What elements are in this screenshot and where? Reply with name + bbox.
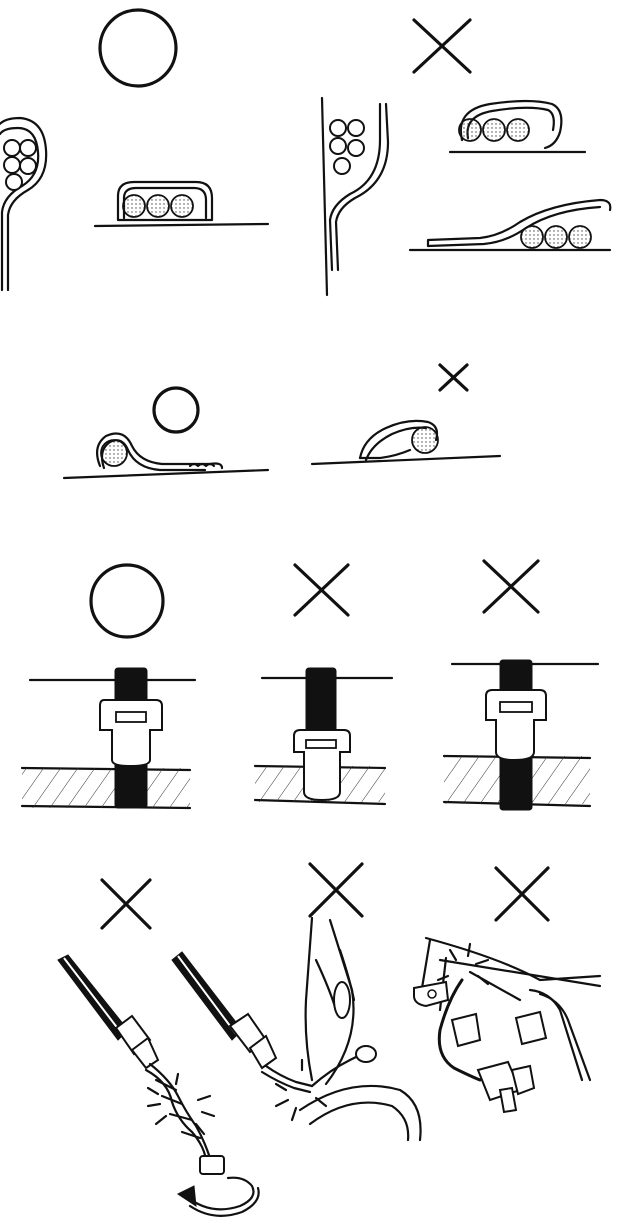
row-1-correct-panel <box>0 8 270 292</box>
cross-mark-icon <box>308 862 364 918</box>
cross-mark-icon <box>482 559 540 614</box>
strap-band-too-short-icon <box>253 667 394 806</box>
row-3-panel-3 <box>442 559 600 811</box>
cable-touching-frame-icon <box>413 936 602 1114</box>
twisted-cable-icon <box>57 954 225 1175</box>
row-4-panel-3 <box>413 866 602 1114</box>
row-4-panel-2 <box>171 862 422 1142</box>
loose-vertical-clamp-icon <box>320 96 390 297</box>
strap-band-correct-icon <box>20 667 197 810</box>
flattened-clamp-incorrect-icon <box>408 198 612 252</box>
cross-mark-icon <box>293 563 350 617</box>
flat-clamp-correct-icon <box>93 180 270 228</box>
pliers-pinching-icon <box>171 916 422 1142</box>
row-2-incorrect-panel <box>310 363 502 466</box>
strap-band-misaligned-icon <box>442 659 600 811</box>
cross-mark-icon <box>100 878 152 930</box>
raised-clamp-incorrect-icon <box>448 99 587 154</box>
row-1-incorrect-panel <box>320 18 612 297</box>
cross-mark-icon <box>494 866 550 922</box>
circle-mark-icon <box>98 8 178 88</box>
row-2-correct-panel <box>62 386 270 480</box>
circle-mark-icon <box>89 563 165 639</box>
row-3-panel-1 <box>20 563 197 810</box>
row-4-panel-1 <box>57 878 260 1217</box>
single-wire-clip-correct-icon <box>62 432 270 480</box>
single-wire-clip-incorrect-icon <box>310 419 502 466</box>
circle-mark-icon <box>152 386 200 434</box>
rotation-arrow-icon <box>177 1176 260 1217</box>
cross-mark-icon <box>438 363 469 392</box>
vertical-clamp-icon <box>0 116 48 292</box>
row-3-panel-2 <box>253 563 394 806</box>
cross-mark-icon <box>412 18 472 74</box>
